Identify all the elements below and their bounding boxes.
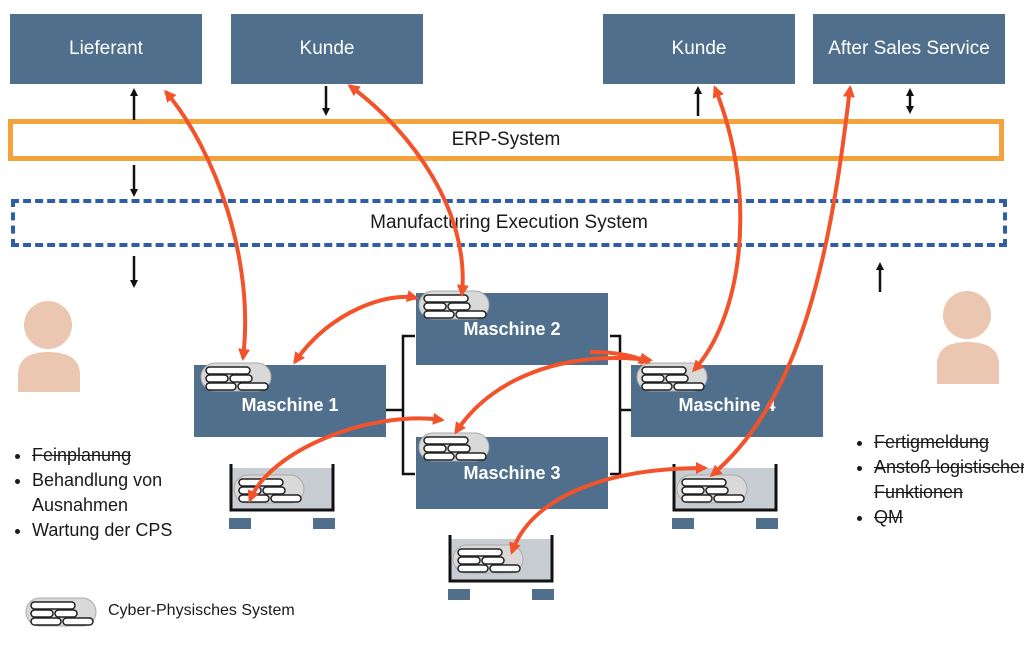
link-m3-m4 (454, 353, 653, 435)
kunde-box-right: Kunde (603, 14, 795, 84)
list-item: Feinplanung (32, 443, 222, 468)
list-item: Fertigmeldung (874, 430, 1024, 455)
legend-label: Cyber-Physisches System (108, 602, 295, 619)
maschine-3: Maschine 3 (416, 437, 608, 509)
cps-icon (452, 544, 524, 574)
maschine-2-label: Maschine 2 (463, 318, 561, 339)
list-item: Wartung der CPS (32, 518, 222, 543)
maschine-4-label: Maschine 4 (678, 394, 776, 415)
right-task-list: Fertigmeldung Anstoß logistischer Funkti… (856, 430, 1024, 530)
maschine-1-label: Maschine 1 (241, 394, 339, 415)
maschine-3-label: Maschine 3 (463, 462, 561, 483)
erp-system-bar: ERP-System (8, 119, 1004, 161)
list-item-text: QM (874, 507, 903, 527)
after-sales-service-box: After Sales Service (813, 14, 1005, 84)
list-item-text: Wartung der CPS (32, 520, 173, 540)
mes-label: Manufacturing Execution System (370, 212, 648, 233)
list-item: Behandlung von Ausnahmen (32, 468, 222, 518)
person-icon-left (18, 301, 80, 392)
list-item-text: Behandlung von Ausnahmen (32, 470, 163, 515)
cps-icon (233, 474, 305, 504)
list-item-text: Fertigmeldung (874, 432, 990, 452)
kunde-box-left: Kunde (231, 14, 423, 84)
mes-bar: Manufacturing Execution System (11, 199, 1007, 247)
maschine-2: Maschine 2 (416, 293, 608, 365)
link-kunde-m2 (347, 84, 469, 297)
erp-system-label: ERP-System (451, 129, 561, 150)
cps-icon (676, 474, 748, 504)
cart (227, 462, 337, 531)
list-item: QM (874, 505, 1024, 530)
list-item: Anstoß logistischer Funktionen (874, 455, 1024, 505)
person-icon-right (937, 291, 999, 384)
list-item-text: Anstoß logistischer Funktionen (874, 457, 1024, 502)
left-task-list: Feinplanung Behandlung von Ausnahmen War… (14, 443, 222, 543)
cart (670, 462, 780, 531)
maschine-4: Maschine 4 (631, 365, 823, 437)
link-m1-m2 (293, 290, 419, 365)
cps-icon (25, 597, 97, 627)
cart (446, 533, 556, 602)
lieferant-box: Lieferant (10, 14, 202, 84)
list-item-text: Feinplanung (32, 445, 132, 465)
maschine-1: Maschine 1 (194, 365, 386, 437)
